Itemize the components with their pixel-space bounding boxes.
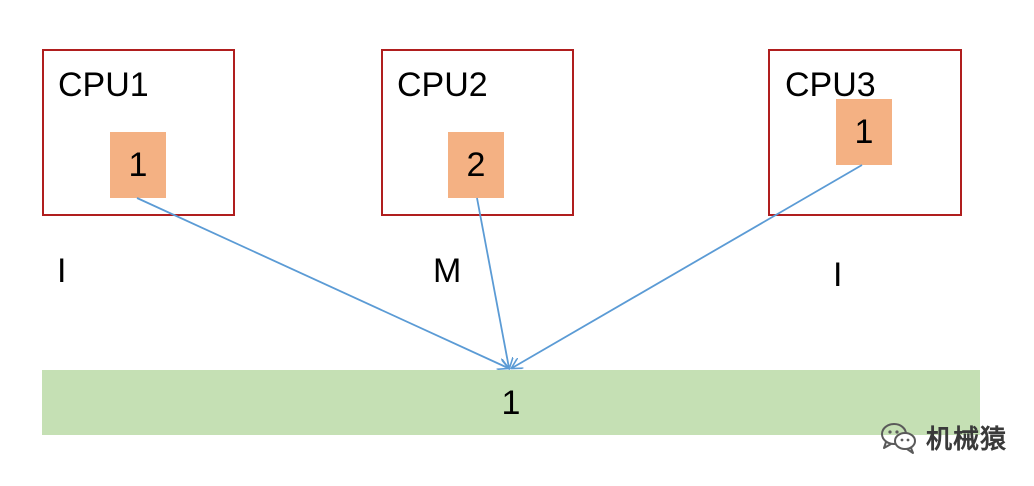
memory-value: 1 [501, 384, 521, 422]
cpu3-cache-value: 1 [836, 99, 892, 165]
arrow-cpu1-to-memory [136, 197, 508, 368]
watermark-text: 机械猿 [926, 425, 1008, 455]
cpu1-box [42, 49, 235, 216]
arrow-cpu3-to-memory [512, 164, 863, 368]
cpu2-cache-value: 2 [448, 132, 504, 198]
cpu2-box [381, 49, 574, 216]
cpu2-label: CPU2 [397, 66, 488, 104]
cpu3-box [768, 49, 962, 216]
cpu2-state: M [433, 252, 462, 290]
main-memory-bar: 1 [42, 370, 980, 435]
wechat-icon [880, 421, 918, 460]
arrow-cpu2-to-memory [476, 197, 509, 368]
cpu3-label: CPU3 [785, 66, 876, 104]
cpu1-state: I [57, 252, 67, 290]
cpu1-label: CPU1 [58, 66, 149, 104]
watermark: 机械猿 [880, 422, 1007, 458]
cpu3-state: I [833, 256, 843, 294]
cpu1-cache-value: 1 [110, 132, 166, 198]
